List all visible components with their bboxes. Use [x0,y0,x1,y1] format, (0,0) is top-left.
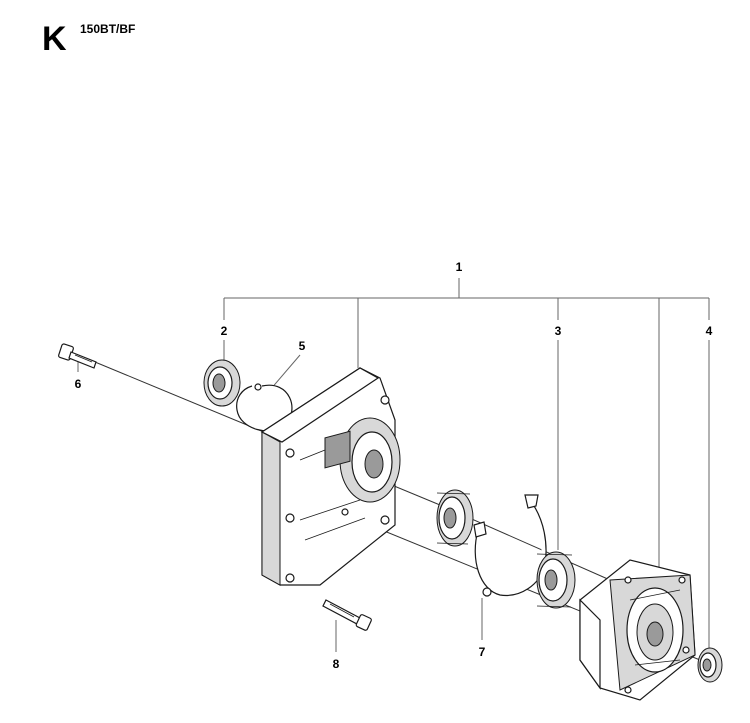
gasket-part-7 [473,494,547,597]
gear-case-housing [579,559,696,701]
callout-1: 1 [456,260,463,274]
callout-7: 7 [479,645,486,659]
bearing-part-3 [536,551,576,609]
callout-5-leader [269,354,301,391]
callout-2: 2 [221,324,228,338]
section-letter: K [42,20,67,58]
model-label: 150BT/BF [80,22,136,36]
clutch-housing-part-1 [260,367,401,586]
callout-3: 3 [555,324,562,338]
callout-8: 8 [333,657,340,671]
callout-5: 5 [299,339,306,353]
seal-part-2 [203,359,241,407]
callout-4: 4 [706,324,713,338]
screw-part-8 [322,599,372,631]
screw-part-6 [58,343,97,369]
callout-1-leader-bracket [223,278,710,575]
callout-6: 6 [75,377,82,391]
bearing-upper [436,489,474,547]
seal-part-4 [697,647,723,683]
